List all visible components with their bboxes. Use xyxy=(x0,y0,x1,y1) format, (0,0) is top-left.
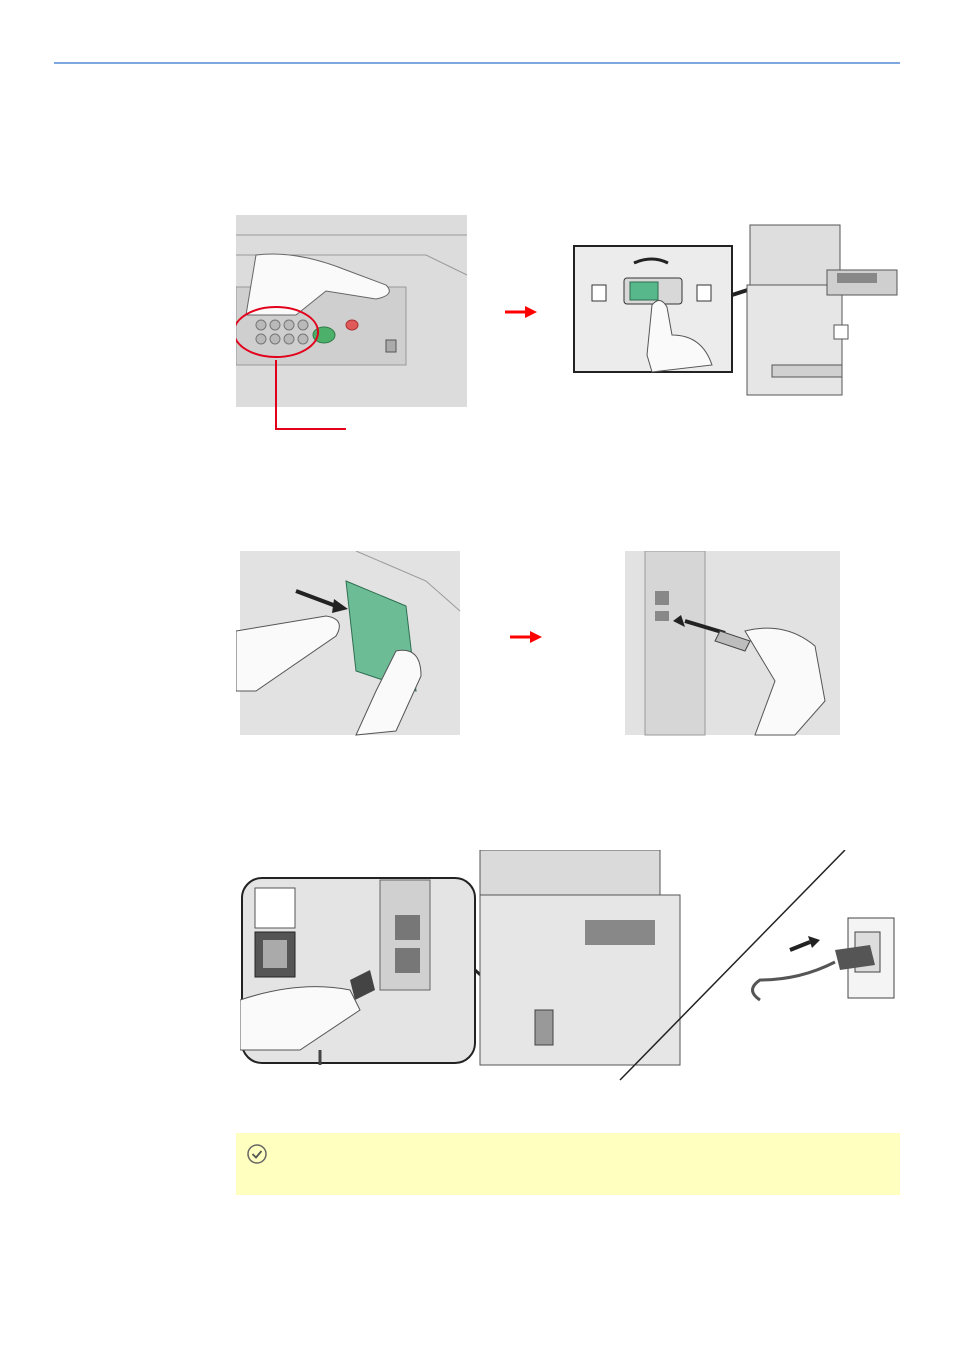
usb-cable-icon xyxy=(714,630,751,652)
power-cord-icon xyxy=(835,945,875,970)
insert-arrow-icon xyxy=(789,940,811,952)
hand-icon xyxy=(646,300,713,373)
hand-icon xyxy=(744,627,826,736)
stop-key-icon xyxy=(345,319,359,331)
plug-icon xyxy=(350,970,375,1000)
power-cord-figure xyxy=(240,850,900,1082)
hand-icon xyxy=(240,986,361,1051)
red-arrow-icon xyxy=(505,304,539,320)
insert-arrow-icon xyxy=(684,619,726,635)
printer-icon xyxy=(746,224,898,396)
left-hand-icon xyxy=(236,615,340,692)
power-symbol-icon xyxy=(696,284,712,302)
red-arrow-icon xyxy=(510,629,544,645)
highlight-ellipse xyxy=(236,306,319,358)
callout-line xyxy=(275,360,346,430)
usb-port-icon xyxy=(655,611,669,621)
power-switch-figure xyxy=(572,215,902,400)
right-hand-icon xyxy=(355,649,422,736)
printer-rear-icon xyxy=(479,850,681,1066)
header-rule xyxy=(54,62,900,64)
note-box xyxy=(236,1133,900,1195)
usb-cable-figure xyxy=(625,551,842,737)
inlet-icon xyxy=(254,887,296,929)
separator-line xyxy=(619,850,846,1081)
off-symbol-icon xyxy=(591,284,607,302)
pressing-hand-icon xyxy=(245,253,390,316)
checkmark-circle-icon xyxy=(246,1143,268,1170)
rotate-arrow-icon xyxy=(633,257,669,265)
key-buttons-icon xyxy=(255,319,309,345)
cover-removal-figure xyxy=(236,551,462,737)
operation-panel-figure xyxy=(236,215,468,435)
power-switch-icon xyxy=(629,281,659,301)
push-arrow-icon xyxy=(295,589,337,608)
